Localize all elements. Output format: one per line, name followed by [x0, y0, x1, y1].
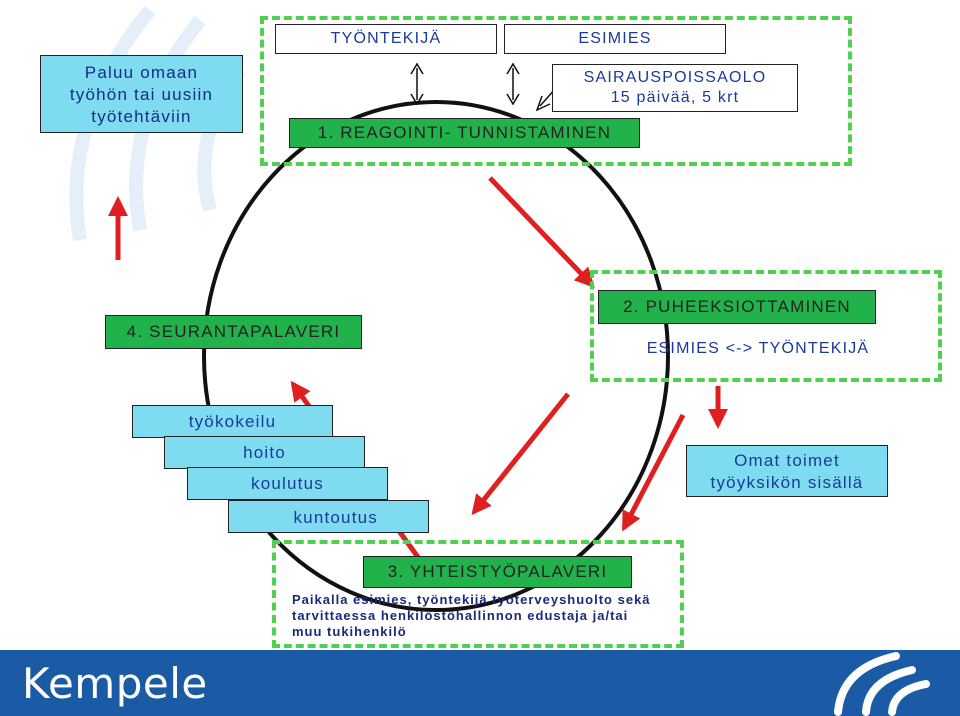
own-measures-line1: Omat toimet	[734, 451, 840, 470]
return-line1: Paluu omaan	[84, 63, 199, 82]
phase3-label: 3. YHTEISTYÖPALAVERI	[387, 562, 608, 581]
supervisor-box: ESIMIES	[504, 24, 726, 54]
measure-tyokokeilu: työkokeilu	[132, 405, 333, 438]
employee-label: TYÖNTEKIJÄ	[330, 30, 442, 47]
phase2-label: 2. PUHEEKSIOTTAMINEN	[623, 297, 851, 316]
kempele-logo: Kempele	[22, 659, 208, 708]
phase3-description: Paikalla esimies, työntekijä työterveysh…	[292, 592, 672, 640]
phase3-desc-line1: Paikalla esimies, työntekijä työterveysh…	[292, 592, 651, 607]
phase4-label: 4. SEURANTAPALAVERI	[126, 322, 341, 341]
phase2-subtitle: ESIMIES <-> TYÖNTEKIJÄ	[646, 340, 870, 357]
sick-leave-line2: 15 päivää, 5 krt	[610, 89, 740, 106]
phase1-box: 1. REAGOINTI- TUNNISTAMINEN	[289, 118, 640, 148]
return-line2: työhön tai uusiin	[69, 85, 214, 104]
own-measures-line2: työyksikön sisällä	[710, 473, 864, 492]
phase2-frame	[590, 270, 942, 382]
phase1-label: 1. REAGOINTI- TUNNISTAMINEN	[317, 123, 612, 142]
arrow-phase1-to-phase2	[488, 176, 595, 288]
phase1-frame	[260, 16, 852, 166]
sick-leave-box: SAIRAUSPOISSAOLO 15 päivää, 5 krt	[552, 64, 798, 112]
footer-bar	[0, 650, 960, 716]
phase2-box: 2. PUHEEKSIOTTAMINEN	[598, 290, 876, 324]
sick-leave-line1: SAIRAUSPOISSAOLO	[583, 69, 767, 86]
phase3-desc-line3: muu tukihenkilö	[292, 624, 407, 639]
return-line3: työtehtäviin	[91, 107, 192, 126]
measure-kuntoutus: kuntoutus	[228, 500, 429, 533]
supervisor-label: ESIMIES	[578, 30, 652, 47]
measure-hoito: hoito	[164, 436, 365, 469]
employee-box: TYÖNTEKIJÄ	[275, 24, 497, 54]
arrow-circle-to-measures	[471, 392, 570, 516]
double-arrow-supervisor	[506, 62, 520, 106]
own-measures-box: Omat toimet työyksikön sisällä	[686, 445, 888, 497]
phase3-box: 3. YHTEISTYÖPALAVERI	[363, 556, 632, 588]
measure-koulutus: koulutus	[187, 467, 388, 500]
cycle-circle	[202, 100, 670, 612]
return-box: Paluu omaan työhön tai uusiin työtehtävi…	[40, 55, 243, 133]
phase3-frame	[272, 540, 684, 648]
arrow-to-own-measures	[621, 413, 686, 532]
phase3-desc-line2: tarvittaessa henkilöstöhallinnon edustaj…	[292, 608, 629, 623]
phase4-box: 4. SEURANTAPALAVERI	[105, 315, 362, 349]
double-arrow-employee	[410, 62, 424, 106]
